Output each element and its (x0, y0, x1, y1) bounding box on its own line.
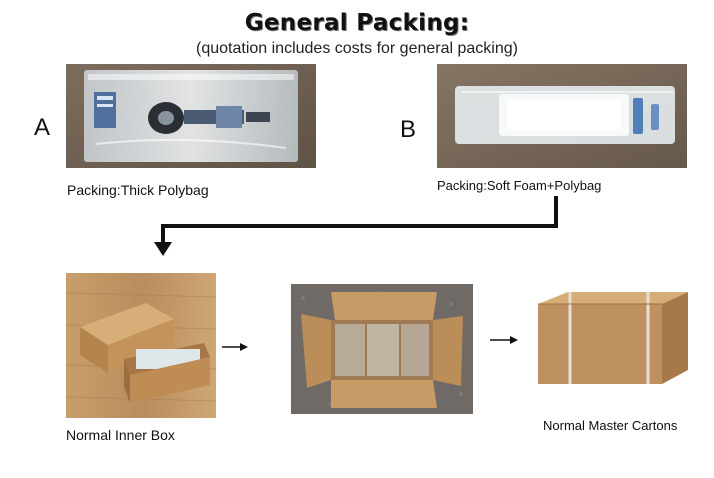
inner-box-photo (66, 273, 216, 418)
option-a-caption: Packing:Thick Polybag (67, 182, 209, 198)
right-arrow-icon (490, 336, 518, 344)
down-arrow-icon (154, 242, 172, 256)
merge-connector-line (161, 196, 558, 246)
master-carton-photo (538, 288, 688, 386)
inner-box-caption: Normal Inner Box (66, 427, 175, 443)
right-arrow-icon (222, 343, 248, 351)
option-b-caption: Packing:Soft Foam+Polybag (437, 178, 602, 193)
master-carton-caption: Normal Master Cartons (543, 418, 678, 433)
page-subtitle: (quotation includes costs for general pa… (196, 40, 518, 57)
thick-polybag-photo (66, 64, 316, 168)
option-a-letter: A (34, 114, 51, 141)
foam-polybag-photo (437, 64, 687, 168)
option-b-letter: B (400, 116, 417, 143)
page-title: General Packing: (244, 10, 470, 36)
open-carton-photo (291, 284, 473, 414)
